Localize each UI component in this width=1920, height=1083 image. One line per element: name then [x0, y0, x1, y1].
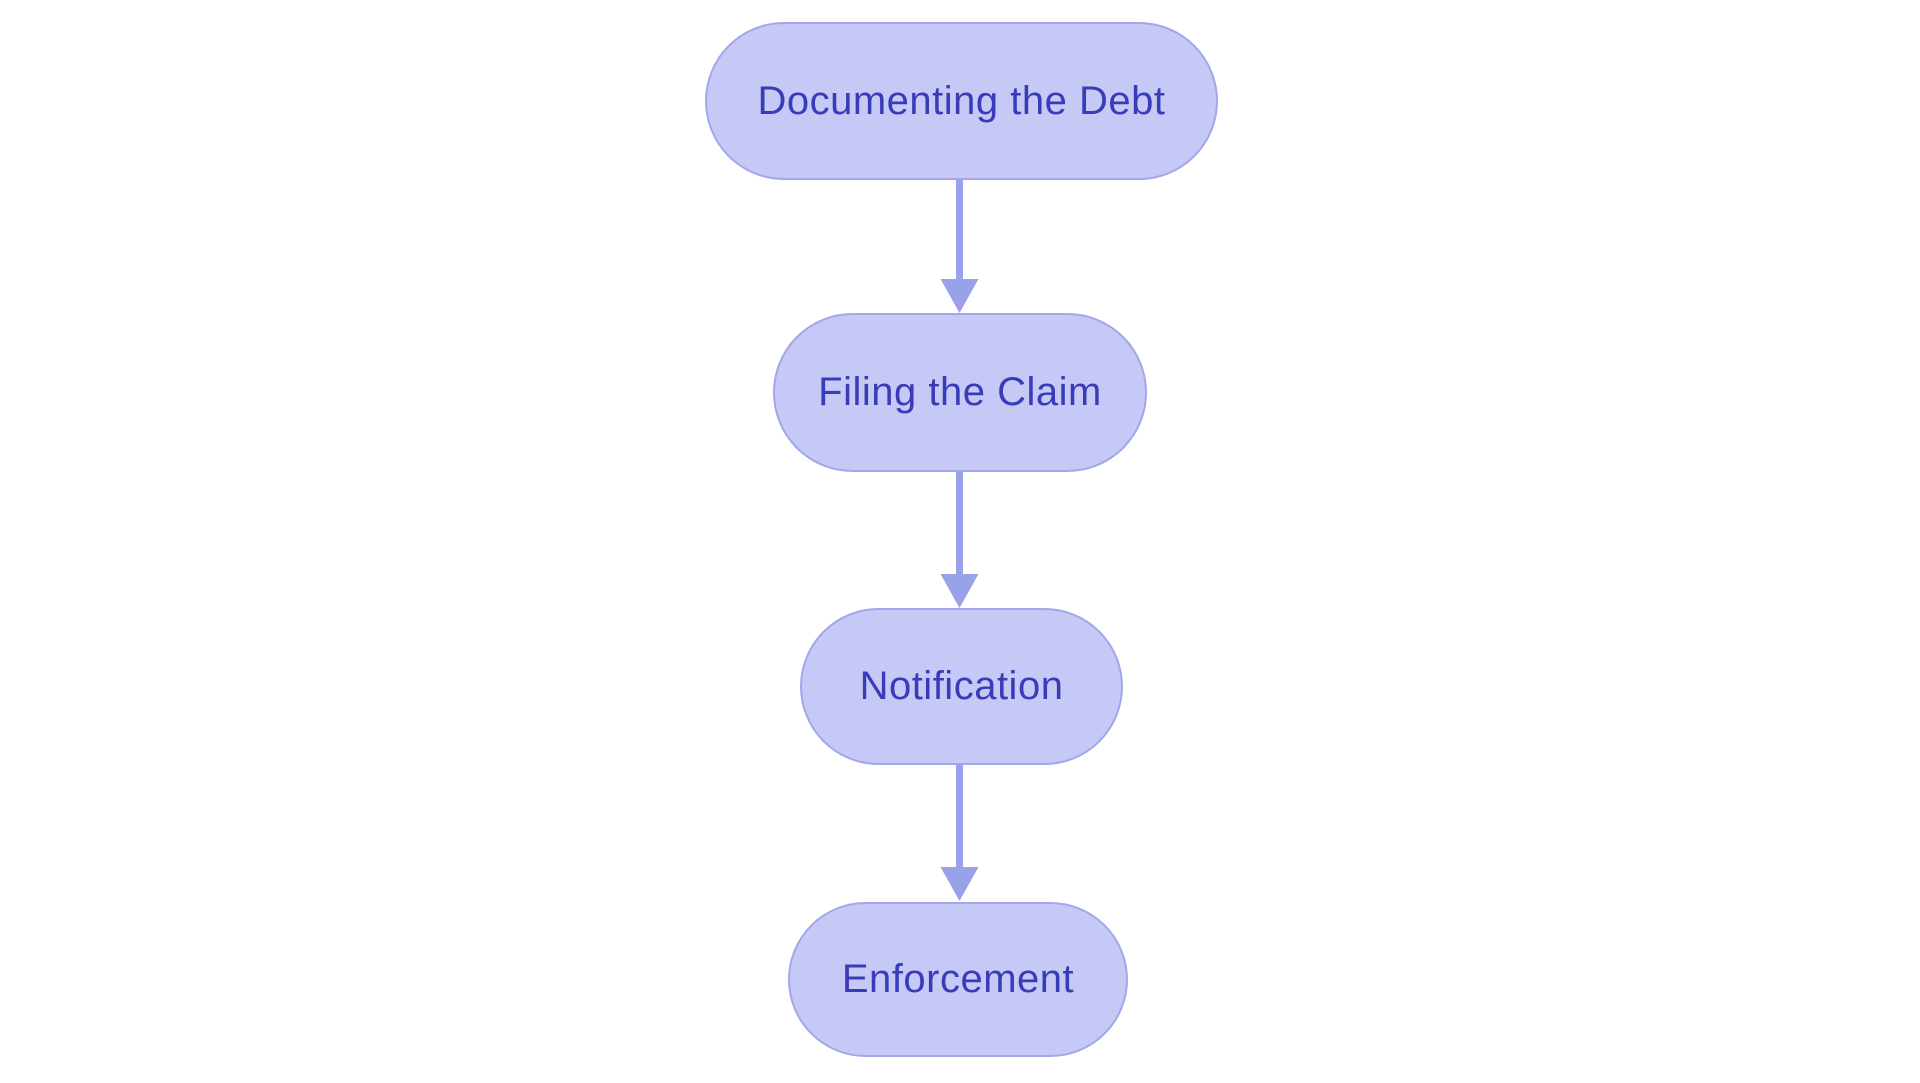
edge-arrow-filing-to-notification	[940, 470, 979, 608]
edge-arrow-documenting-to-filing	[940, 178, 979, 313]
edge-arrow-notification-to-enforcement	[940, 763, 979, 901]
node-label: Filing the Claim	[818, 370, 1102, 414]
flowchart-node-notification: Notification	[800, 608, 1123, 765]
node-label: Enforcement	[841, 957, 1075, 1001]
flowchart-node-enforcement: Enforcement	[788, 902, 1128, 1057]
node-label: Notification	[859, 664, 1064, 708]
node-label: Documenting the Debt	[757, 78, 1166, 123]
flowchart-node-filing-the-claim: Filing the Claim	[773, 313, 1147, 472]
flowchart-node-documenting-the-debt: Documenting the Debt	[705, 22, 1218, 180]
